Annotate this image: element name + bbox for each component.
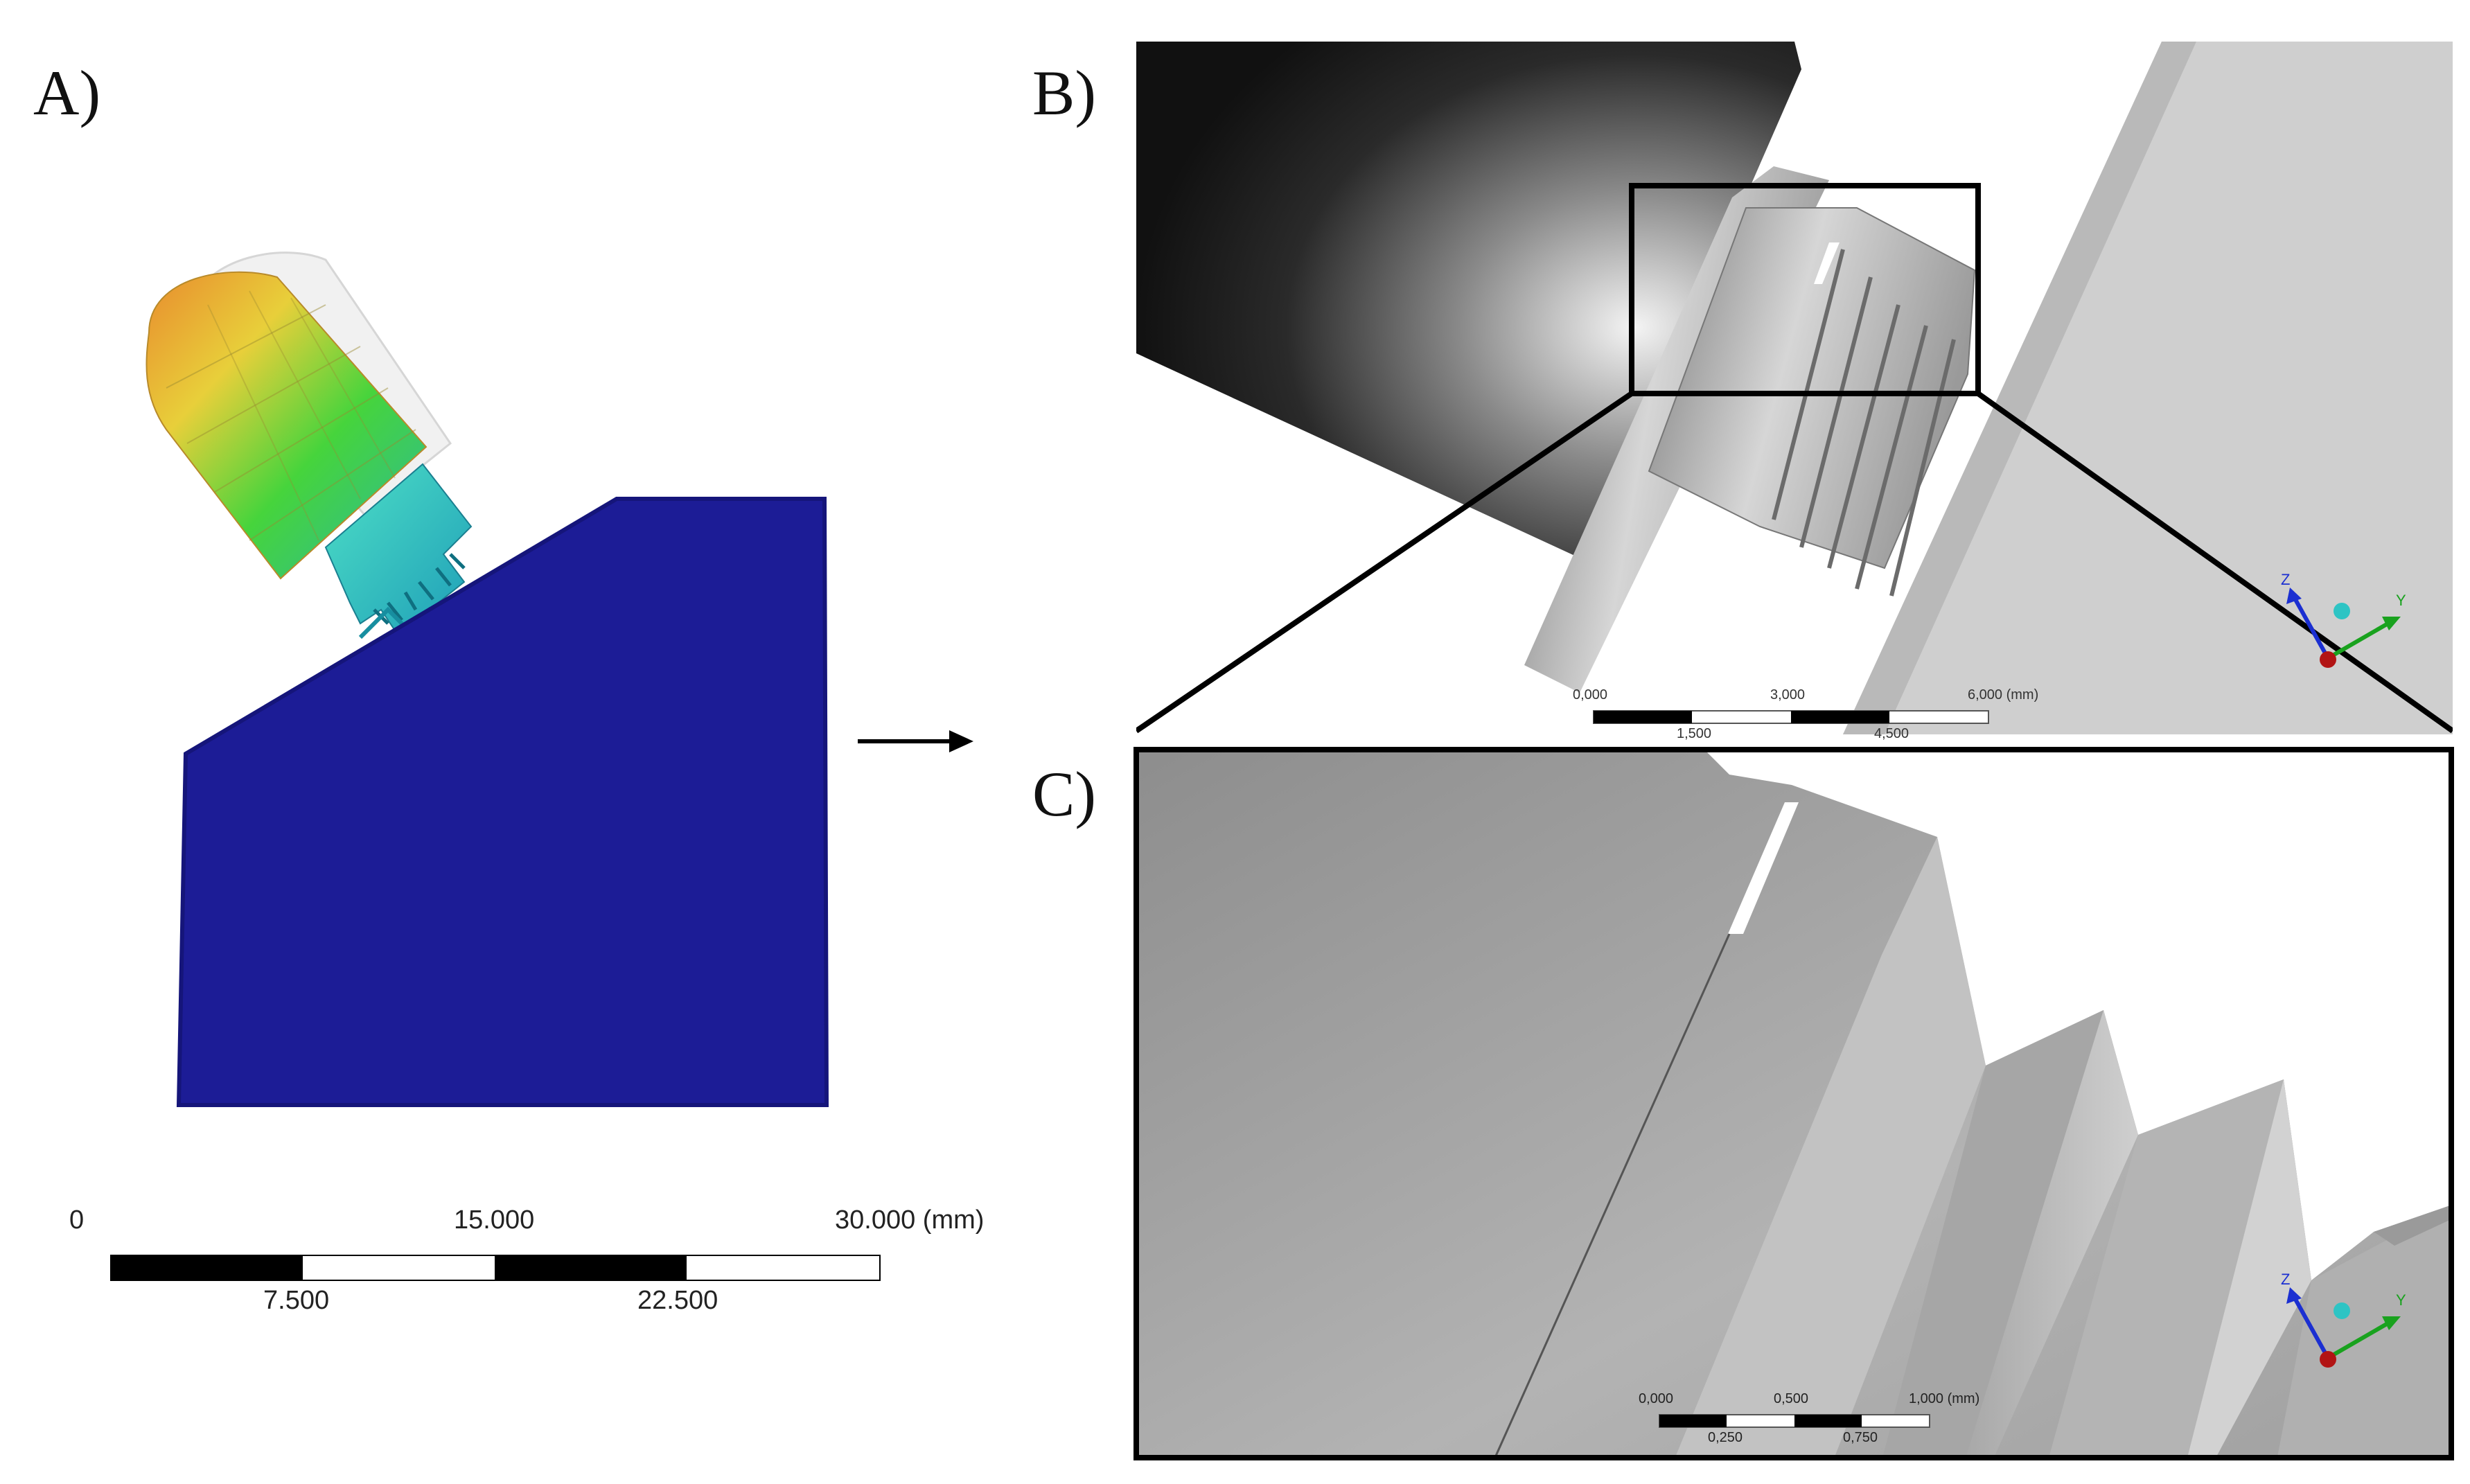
scale-b-tick-6: 6,000 (mm) [1968, 687, 2039, 703]
scale-bar-a: 0 15.000 30.000 (mm) 7.500 22.500 [69, 1205, 1039, 1330]
arrow-to-detail [858, 730, 973, 752]
screw-head [145, 271, 427, 580]
scale-c-tick-0: 0,000 [1639, 1391, 1674, 1406]
scale-c-tick-0-75: 0,750 [1843, 1430, 1878, 1445]
scale-a-tick-15: 15.000 [454, 1205, 535, 1235]
scale-b-tick-4-5: 4,500 [1874, 726, 1909, 741]
scale-a-tick-22-5: 22.500 [637, 1286, 718, 1315]
scale-c-tick-0-25: 0,250 [1708, 1430, 1743, 1445]
panel-a-model [145, 251, 829, 1107]
scale-a-tick-0: 0 [69, 1205, 85, 1235]
scale-a-tick-30: 30.000 (mm) [835, 1205, 985, 1235]
scale-b-tick-0: 0,000 [1573, 687, 1608, 703]
triad-b-z-label: Z [2281, 571, 2290, 588]
coordinate-triad-c: Z Y [2281, 1271, 2406, 1368]
panel-label-c: C) [1032, 759, 1096, 829]
panel-label-b: B) [1032, 58, 1096, 128]
triad-c-z-label: Z [2281, 1271, 2290, 1288]
scale-c-tick-0-5: 0,500 [1774, 1391, 1809, 1406]
triad-b-y-label: Y [2396, 592, 2406, 609]
block [176, 497, 829, 1107]
scale-b-tick-3: 3,000 [1770, 687, 1806, 703]
panel-b-view [1136, 42, 2453, 734]
scale-bar-c: 0,000 0,500 1,000 (mm) 0,250 0,750 [1639, 1390, 2054, 1452]
triad-c-y-label: Y [2396, 1291, 2406, 1309]
coordinate-triad-b: Z Y [2281, 571, 2406, 668]
scale-c-tick-1: 1,000 (mm) [1909, 1391, 1980, 1406]
panel-c-detail [1133, 747, 2454, 1460]
scale-b-tick-1-5: 1,500 [1677, 726, 1712, 741]
scale-a-tick-7-5: 7.500 [263, 1286, 330, 1315]
panel-label-a: A) [33, 58, 101, 128]
scale-bar-b: 0,000 3,000 6,000 (mm) 1,500 4,500 [1573, 686, 2099, 748]
